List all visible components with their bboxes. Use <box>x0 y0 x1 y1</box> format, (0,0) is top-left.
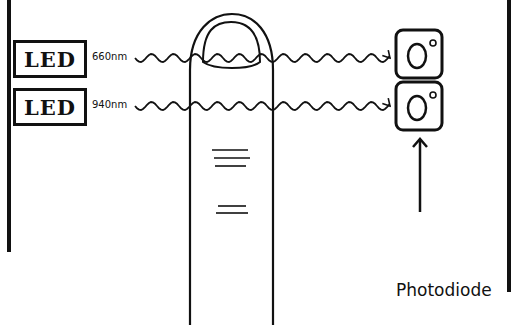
led-box: LED <box>13 40 87 78</box>
light-wave <box>135 54 390 62</box>
wavelength-label: 660nm <box>92 51 127 62</box>
led-label: LED <box>24 95 76 120</box>
photodiode-symbol <box>396 82 442 130</box>
wavelength-label: 940nm <box>92 99 127 110</box>
pointer-arrow <box>419 140 422 212</box>
housing-wall <box>507 0 511 292</box>
housing-wall <box>7 0 11 252</box>
finger-creases <box>212 150 250 213</box>
light-wave <box>135 102 390 110</box>
component-label: Photodiode <box>396 280 492 300</box>
photodiode-symbol <box>396 30 442 78</box>
led-label: LED <box>24 47 76 72</box>
led-box: LED <box>13 88 87 126</box>
